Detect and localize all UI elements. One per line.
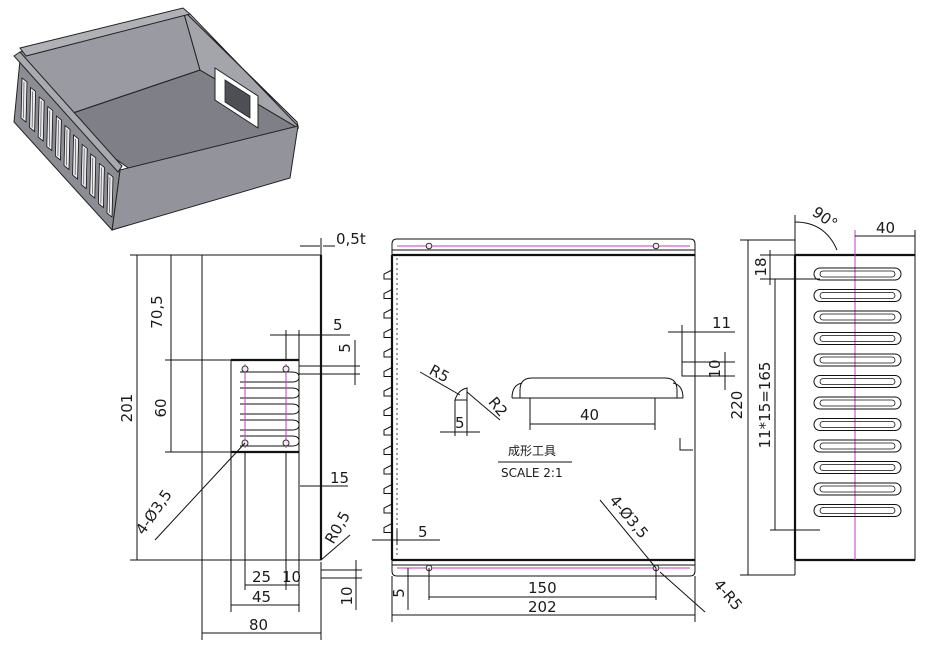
louver-slot-inner	[819, 292, 896, 299]
louver-edge	[83, 148, 85, 185]
louver-slot-inner	[819, 485, 896, 493]
dim-h-total: 201	[118, 394, 136, 423]
dim-w5a: 5	[333, 316, 343, 334]
louver-slot-inner	[819, 464, 896, 471]
louver-slot-inner	[819, 507, 896, 514]
window-slot	[240, 403, 300, 415]
edge-tooth	[383, 405, 393, 416]
louver-edge	[92, 157, 94, 195]
louver-edge	[66, 129, 68, 166]
dim-w5-tool: 5	[455, 414, 465, 432]
louver-edge	[40, 100, 42, 138]
louver-slot-inner	[819, 313, 896, 321]
window-slot	[240, 387, 300, 399]
louver-slot-inner	[819, 335, 896, 342]
edge-tooth	[383, 522, 393, 533]
dim-h-top: 70,5	[148, 295, 166, 328]
isometric-box-view	[13, 7, 300, 232]
louver-slot-outer	[813, 482, 902, 496]
louver-edge	[74, 138, 76, 176]
louver-slot-outer	[813, 461, 902, 474]
edge-tooth	[383, 425, 393, 436]
dim-w-total: 80	[249, 616, 268, 634]
right-side-view: 90° 40 220 18 11*15=165	[728, 203, 916, 576]
window-slot	[240, 435, 300, 447]
edge-tooth	[383, 269, 393, 280]
dim-h10: 10	[706, 359, 724, 378]
edge-tooth	[383, 288, 393, 299]
dim-w150: 150	[528, 579, 557, 597]
dim-edge5: 5	[418, 523, 428, 541]
dim-radius: R0,5	[321, 508, 354, 547]
edge-tooth	[383, 366, 393, 377]
left-side-view: 0,5t 70,5 201 60 5 5 15 4-Ø3,5 R0,5	[118, 230, 366, 640]
dim-w5b: 5	[336, 343, 354, 353]
louver-slot-outer	[813, 310, 902, 324]
tool-scale: SCALE 2:1	[501, 466, 563, 480]
louver-slot-outer	[813, 439, 902, 453]
dim-angle: 90°	[809, 203, 841, 233]
dim-thickness: 0,5t	[336, 230, 366, 248]
flat-pattern-view: 40 5 R5 R2 成形工具 SCALE 2:1 11 10 4-Ø3,5 4…	[372, 238, 746, 622]
louver-edge	[100, 167, 102, 204]
dim-w202: 202	[528, 598, 557, 616]
window-slot	[240, 419, 300, 431]
louver-slot-outer	[813, 289, 902, 302]
dim-r5: R5	[426, 361, 452, 386]
louver-slot-inner	[819, 378, 896, 385]
louver-edge	[109, 176, 111, 214]
dim-d45: 45	[252, 588, 271, 606]
dim-d15: 15	[330, 469, 349, 487]
tool-title: 成形工具	[508, 444, 556, 458]
louver-slot-outer	[813, 504, 902, 517]
louver-slot-inner	[819, 442, 896, 450]
louver-slot-inner	[819, 270, 896, 278]
louver-edge	[23, 81, 25, 119]
louver-edge	[49, 110, 51, 147]
dim-hole-left: 4-Ø3,5	[132, 486, 176, 538]
dim-d10a: 10	[282, 568, 301, 586]
edge-tooth	[383, 444, 393, 455]
dim-h220: 220	[728, 391, 746, 420]
edge-tooth	[383, 483, 393, 494]
window-slot	[240, 371, 300, 383]
dim-bot5: 5	[390, 588, 408, 598]
louver-slot-inner	[819, 356, 896, 364]
dim-d10b: 10	[338, 586, 356, 605]
dim-corner: 4-R5	[710, 576, 746, 614]
louver-slot-inner	[819, 421, 896, 428]
edge-tooth	[383, 503, 393, 514]
dim-w11: 11	[712, 314, 731, 332]
louver-slot-outer	[813, 332, 902, 345]
dim-r2: R2	[485, 393, 512, 420]
louver-edge	[57, 119, 59, 157]
edge-tooth	[383, 308, 393, 319]
louver-edge	[31, 91, 33, 128]
dim-w40-right: 40	[876, 219, 895, 237]
dim-h18: 18	[752, 257, 770, 276]
edge-tooth	[383, 327, 393, 338]
edge-tooth	[383, 464, 393, 475]
louver-slot-inner	[819, 399, 896, 407]
dim-pitch: 11*15=165	[756, 362, 774, 449]
louver-slot-outer	[813, 375, 902, 388]
louver-slot-outer	[813, 353, 902, 367]
louver-slot-outer	[813, 267, 902, 281]
dim-h-mid: 60	[152, 398, 170, 417]
edge-tooth	[383, 347, 393, 358]
louver-slot-outer	[813, 418, 902, 431]
edge-tooth	[383, 386, 393, 397]
louver-slot-outer	[813, 396, 902, 410]
dim-w40-center: 40	[580, 406, 599, 424]
dim-d25: 25	[252, 568, 271, 586]
